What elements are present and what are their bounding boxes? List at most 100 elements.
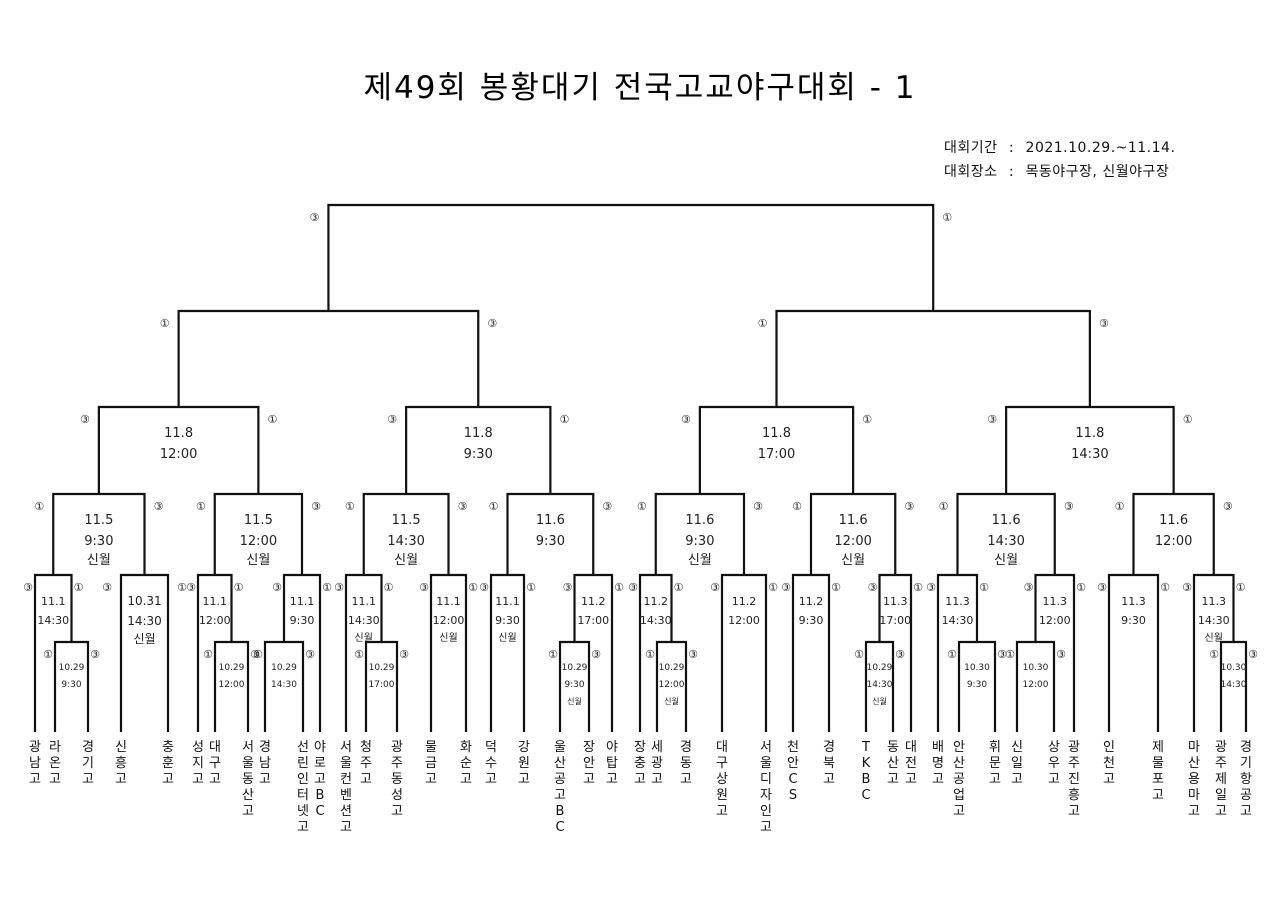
match-time-32: 14:30 xyxy=(987,534,1024,549)
venue-value: 목동야구장, 신월야구장 xyxy=(1025,164,1170,180)
base-marker-left-24: ① xyxy=(1209,648,1219,661)
base-marker-left-38: ① xyxy=(160,317,170,330)
base-marker-left-4: ③ xyxy=(186,581,196,594)
base-marker-left-17: ① xyxy=(854,648,864,661)
base-marker-right-21: ③ xyxy=(1056,648,1066,661)
match-time-13: 12:00 xyxy=(659,680,685,690)
team-label: 청주고 xyxy=(360,740,372,787)
team-label: 울산공고BC xyxy=(554,740,566,835)
team-label: 서울컨벤션고 xyxy=(340,740,352,835)
match-time-19: 9:30 xyxy=(967,680,987,690)
base-marker-right-20: ① xyxy=(979,581,989,594)
base-marker-left-0: ① xyxy=(43,648,53,661)
period-value: 2021.10.29.~11.14. xyxy=(1025,140,1176,156)
base-marker-right-14: ① xyxy=(674,581,684,594)
team-label: 장충고 xyxy=(634,740,646,787)
match-time-1: 14:30 xyxy=(37,614,69,627)
team-label: 제물포고 xyxy=(1152,740,1164,803)
team-label: 덕수고 xyxy=(485,740,497,787)
base-marker-left-7: ① xyxy=(354,648,364,661)
team-label: 휘문고 xyxy=(989,740,1001,787)
match-date-28: 11.5 xyxy=(392,513,421,528)
base-marker-left-25: ③ xyxy=(1182,581,1192,594)
base-marker-left-18: ③ xyxy=(868,581,878,594)
team-label: 상우고 xyxy=(1048,740,1060,787)
base-marker-left-28: ① xyxy=(345,500,355,513)
match-time-10: 9:30 xyxy=(495,614,520,627)
base-marker-left-32: ① xyxy=(939,500,949,513)
base-marker-left-40: ③ xyxy=(310,211,320,224)
team-label: 경북고 xyxy=(823,740,835,787)
match-venue-31: 신월 xyxy=(841,553,865,568)
base-marker-left-21: ① xyxy=(1005,648,1015,661)
match-date-14: 11.2 xyxy=(644,595,669,608)
match-time-27: 12:00 xyxy=(240,534,277,549)
base-marker-right-22: ① xyxy=(1076,581,1086,594)
match-venue-10: 신월 xyxy=(498,632,516,644)
team-label: 광남고 xyxy=(29,740,41,787)
team-label: 신일고 xyxy=(1011,740,1023,787)
team-label: 세광고 xyxy=(651,740,663,787)
team-label: 광주진흥고 xyxy=(1068,740,1080,819)
match-time-15: 12:00 xyxy=(728,614,760,627)
match-date-30: 11.6 xyxy=(685,513,714,528)
base-marker-right-15: ① xyxy=(768,581,778,594)
period-separator: : xyxy=(1008,140,1015,156)
base-marker-right-28: ③ xyxy=(458,500,468,513)
match-venue-9: 신월 xyxy=(439,632,457,644)
base-marker-left-34: ③ xyxy=(80,413,90,426)
match-venue-28: 신월 xyxy=(394,553,418,568)
base-marker-left-15: ③ xyxy=(710,581,720,594)
match-date-1: 11.1 xyxy=(41,595,66,608)
match-time-0: 9:30 xyxy=(61,680,81,690)
match-date-20: 11.3 xyxy=(945,595,970,608)
period-label: 대회기간 xyxy=(944,140,998,156)
match-time-7: 17:00 xyxy=(369,680,395,690)
team-label: 서울디자인고 xyxy=(760,740,772,835)
tournament-venue: 대회장소:목동야구장, 신월야구장 xyxy=(944,161,1169,181)
match-date-22: 11.3 xyxy=(1043,595,1068,608)
match-date-2: 10.31 xyxy=(127,594,161,608)
match-venue-13: 신월 xyxy=(664,696,679,706)
team-label: 장안고 xyxy=(583,740,595,787)
match-date-0: 10.29 xyxy=(59,663,85,673)
match-time-30: 9:30 xyxy=(685,534,714,549)
base-marker-left-12: ③ xyxy=(563,581,573,594)
match-time-6: 9:30 xyxy=(290,614,315,627)
team-label: 신흥고 xyxy=(115,740,127,787)
match-time-11: 9:30 xyxy=(564,680,584,690)
match-venue-2: 신월 xyxy=(133,632,155,646)
team-label: 선린인터넷고 xyxy=(297,740,309,835)
match-time-12: 17:00 xyxy=(577,614,609,627)
team-label: 경남고 xyxy=(259,740,271,787)
match-venue-11: 신월 xyxy=(567,696,582,706)
page-title: 제49회 봉황대기 전국고교야구대회 - 1 xyxy=(363,70,917,106)
match-date-27: 11.5 xyxy=(244,513,273,528)
match-time-22: 12:00 xyxy=(1039,614,1071,627)
venue-separator: : xyxy=(1008,164,1015,180)
match-date-3: 10.29 xyxy=(219,663,245,673)
match-date-29: 11.6 xyxy=(536,513,565,528)
team-label: 충훈고 xyxy=(162,740,174,787)
match-time-3: 12:00 xyxy=(219,680,245,690)
base-marker-right-25: ① xyxy=(1236,581,1246,594)
team-label: 대구상원고 xyxy=(716,740,728,819)
team-label: 성지고 xyxy=(192,740,204,787)
team-label: 배명고 xyxy=(932,740,944,787)
base-marker-right-12: ① xyxy=(614,581,624,594)
match-time-8: 14:30 xyxy=(348,614,380,627)
match-venue-8: 신월 xyxy=(355,632,373,644)
match-time-16: 9:30 xyxy=(799,614,824,627)
team-label: 경기항공고 xyxy=(1240,740,1252,819)
base-marker-right-36: ① xyxy=(862,413,872,426)
match-date-12: 11.2 xyxy=(581,595,606,608)
base-marker-right-4: ① xyxy=(234,581,244,594)
match-time-34: 12:00 xyxy=(160,447,197,462)
match-venue-27: 신월 xyxy=(246,553,270,568)
base-marker-right-23: ① xyxy=(1160,581,1170,594)
team-label: 물금고 xyxy=(425,740,437,787)
team-label: 서울동산고 xyxy=(242,740,254,819)
base-marker-left-36: ③ xyxy=(681,413,691,426)
match-time-24: 14:30 xyxy=(1221,680,1247,690)
